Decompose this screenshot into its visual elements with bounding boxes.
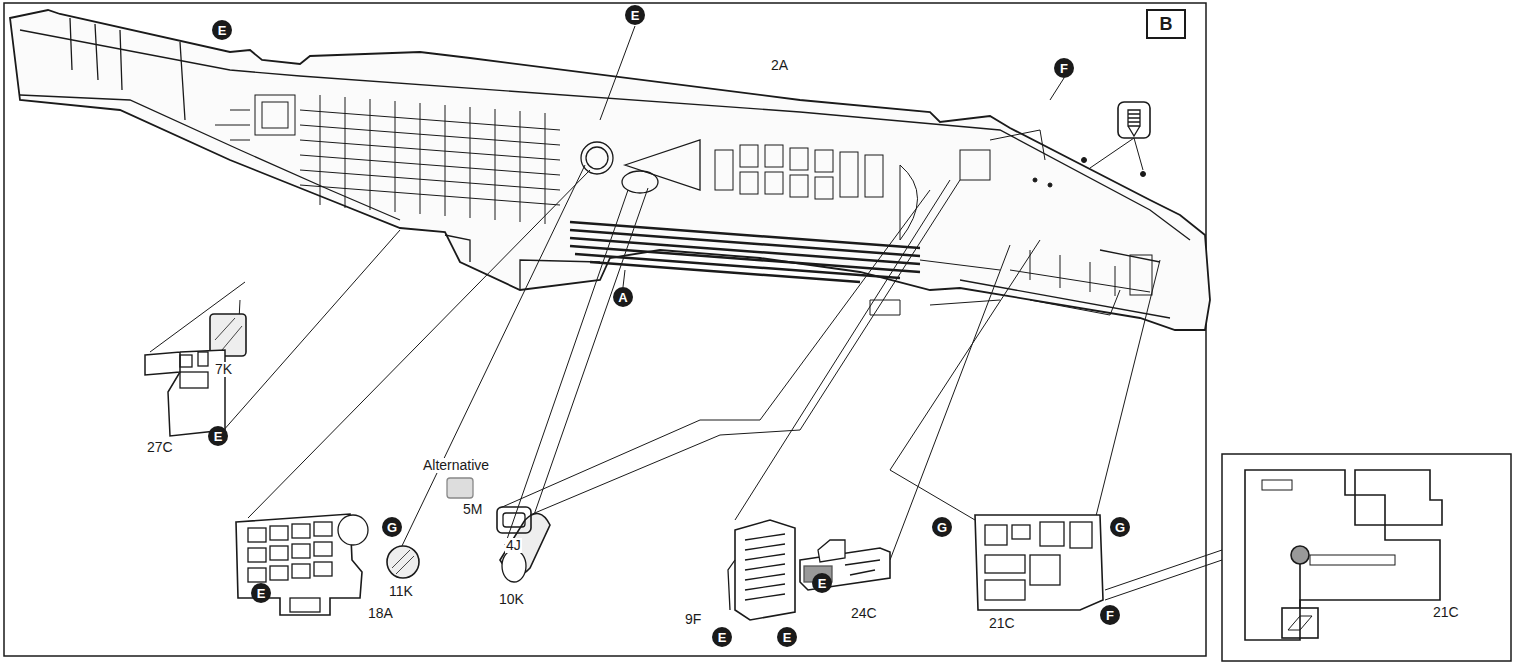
color-letter: G <box>387 520 397 535</box>
window-part <box>215 318 242 350</box>
fuselage-rim <box>20 30 1190 240</box>
window-part <box>392 550 414 574</box>
color-callout: E <box>777 627 797 647</box>
console-part <box>198 352 208 366</box>
color-callout: E <box>212 20 232 40</box>
side-panels <box>715 130 1045 240</box>
color-callout: A <box>613 287 633 307</box>
color-callout: F <box>1100 605 1120 625</box>
panel-grid <box>215 95 560 224</box>
note-label: Alternative <box>422 458 490 473</box>
part-number: 18A <box>367 606 394 621</box>
window-hole <box>581 142 613 174</box>
grille-part <box>728 520 795 620</box>
fuselage-half <box>10 10 1210 330</box>
console-part <box>145 350 225 436</box>
section-letter: B <box>1160 14 1173 35</box>
part-number: 5M <box>462 502 483 517</box>
section-box: B <box>1146 9 1186 39</box>
color-callout: E <box>712 627 732 647</box>
frame-rib <box>70 18 185 120</box>
drill-icon <box>1128 110 1140 136</box>
part-number: 7K <box>214 362 233 377</box>
drill-icon <box>1118 102 1150 138</box>
console-part <box>180 355 192 367</box>
radio-panel <box>975 515 1103 610</box>
window-part <box>447 478 473 498</box>
window-part <box>503 513 525 527</box>
color-callout: E <box>208 426 228 446</box>
inset-frame <box>1222 454 1511 661</box>
console-part <box>180 372 208 388</box>
leader-line <box>1090 138 1143 170</box>
color-callout: E <box>625 5 645 25</box>
color-callout: G <box>1110 517 1130 537</box>
part-number: 4J <box>505 538 522 553</box>
window-part <box>497 507 531 533</box>
louvers <box>570 222 920 282</box>
instrument-panel <box>236 514 368 615</box>
part-number: 10K <box>498 592 525 607</box>
lower-sill <box>445 235 600 290</box>
color-letter: E <box>218 23 227 38</box>
part-number: 9F <box>684 612 702 627</box>
bulkhead <box>625 140 700 190</box>
color-letter: G <box>1115 520 1125 535</box>
color-letter: A <box>618 290 627 305</box>
color-letter: F <box>1060 61 1068 76</box>
fuselage-rim <box>960 250 1170 318</box>
color-letter: E <box>257 586 266 601</box>
inset-radio-panel <box>1245 470 1442 640</box>
part-number: 2A <box>770 58 789 73</box>
color-callout: G <box>932 517 952 537</box>
color-callout: G <box>382 517 402 537</box>
color-callout: E <box>251 583 271 603</box>
window-hole <box>586 147 608 169</box>
part-number: 11K <box>388 584 414 599</box>
color-letter: E <box>783 630 792 645</box>
color-callout: E <box>812 573 832 593</box>
part-number: 21C <box>988 616 1016 631</box>
part-number: 27C <box>146 440 174 455</box>
color-letter: E <box>718 630 727 645</box>
color-letter: E <box>818 576 827 591</box>
color-letter: G <box>937 520 947 535</box>
color-callout: F <box>1054 58 1074 78</box>
lens-part <box>502 550 526 582</box>
floor-slots <box>870 158 1152 316</box>
color-letter: E <box>214 429 223 444</box>
part-number: 24C <box>850 606 878 621</box>
window-part <box>387 546 419 578</box>
part-number: 21C <box>1432 605 1460 620</box>
color-letter: F <box>1106 608 1114 623</box>
color-letter: E <box>631 8 640 23</box>
leader-line <box>150 26 1222 600</box>
